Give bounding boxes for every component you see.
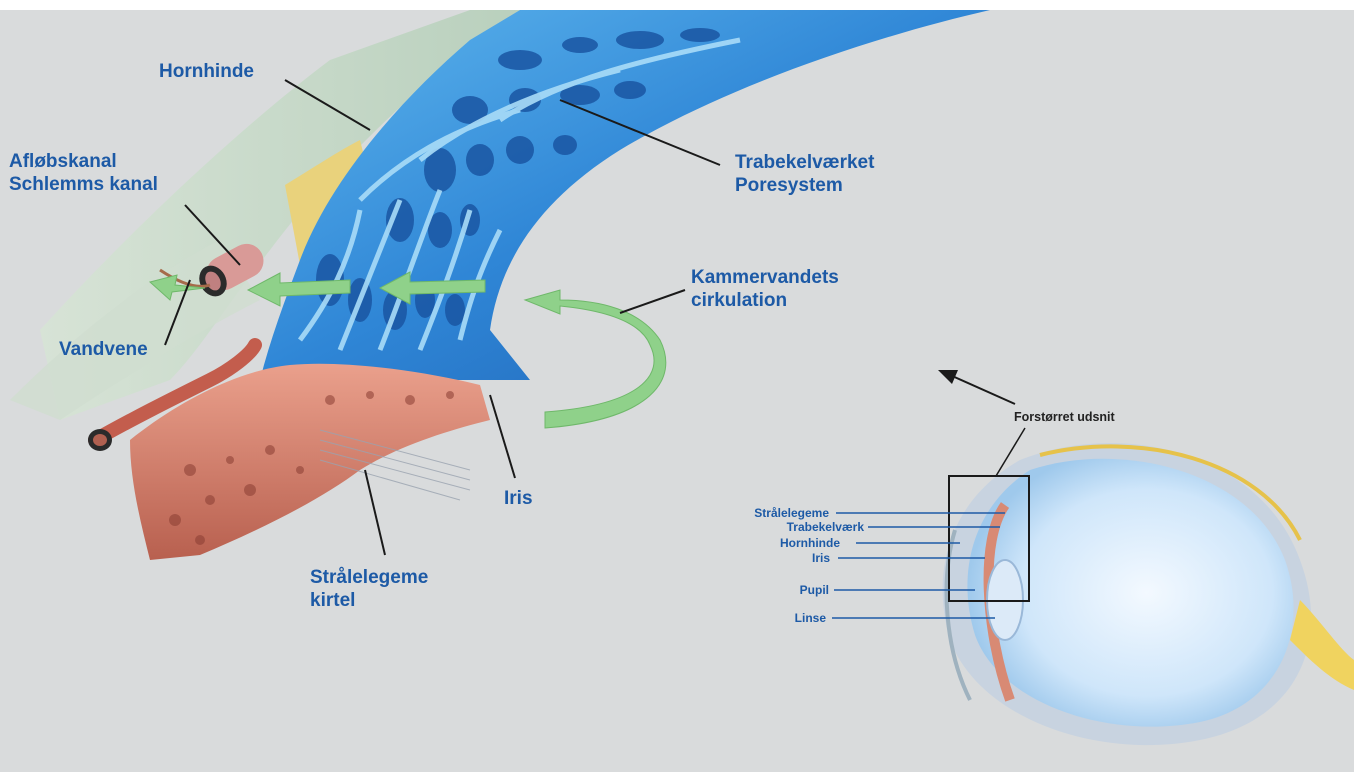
enlarged-section-arrow (938, 370, 1025, 476)
inset-label-hornhinde: Hornhinde (780, 537, 840, 550)
inset-label-iris: Iris (812, 552, 830, 565)
label-kammervandets-line1: Kammervandets (691, 266, 839, 289)
label-straalelegeme: Strålelegeme kirtel (310, 566, 428, 612)
label-kammervandets: Kammervandets cirkulation (691, 266, 839, 312)
label-straalelegeme-line1: Strålelegeme (310, 566, 428, 589)
label-kammervandets-line2: cirkulation (691, 289, 839, 312)
label-afloebskanal-line1: Afløbskanal (9, 150, 158, 173)
label-iris: Iris (504, 487, 533, 510)
inset-label-pupil: Pupil (800, 584, 829, 597)
label-straalelegeme-line2: kirtel (310, 589, 428, 612)
inset-eye (943, 443, 1354, 745)
label-afloebskanal: Afløbskanal Schlemms kanal (9, 150, 158, 196)
label-trabekelvaerket-line1: Trabekelværket (735, 151, 874, 174)
label-trabekelvaerket: Trabekelværket Poresystem (735, 151, 874, 197)
inset-label-trabekelvaerk: Trabekelværk (787, 521, 864, 534)
inset-label-straalelegeme: Strålelegeme (754, 507, 829, 520)
label-vandvene: Vandvene (59, 338, 148, 361)
label-trabekelvaerket-line2: Poresystem (735, 174, 874, 197)
inset-label-linse: Linse (795, 612, 826, 625)
label-afloebskanal-line2: Schlemms kanal (9, 173, 158, 196)
inset-caption: Forstørret udsnit (1014, 410, 1115, 424)
label-hornhinde: Hornhinde (159, 60, 254, 83)
